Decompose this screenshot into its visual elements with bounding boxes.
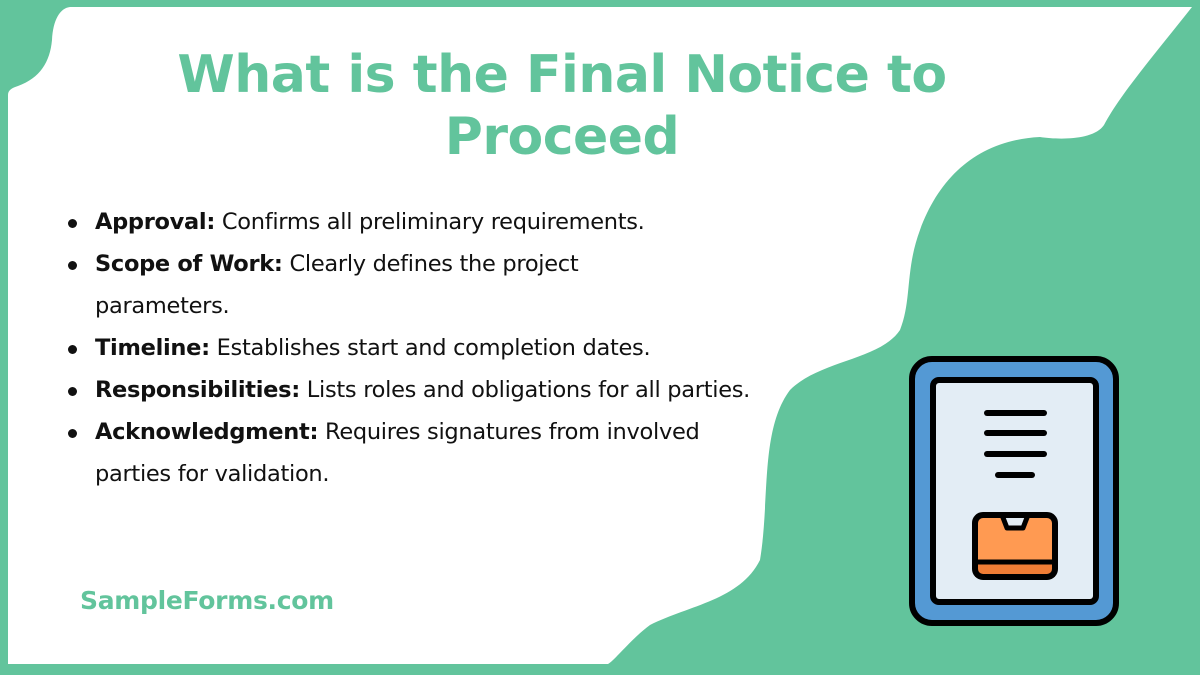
brand-logo-text: SampleForms.com — [80, 586, 334, 615]
list-item-responsibilities: Responsibilities: Lists roles and obliga… — [62, 369, 785, 411]
title-line-2: Proceed — [444, 107, 680, 167]
list-item-text: Clearly defines the project parameters. — [95, 251, 579, 319]
bullet-dot-icon — [68, 261, 77, 270]
title-line-1: What is the Final Notice to — [177, 45, 947, 105]
bullet-dot-icon — [68, 219, 77, 228]
bullet-dot-icon — [68, 345, 77, 354]
list-item-timeline: Timeline: Establishes start and completi… — [62, 327, 762, 369]
list-item-term: Acknowledgment: — [95, 419, 319, 445]
tablet-document-box-icon — [905, 352, 1125, 632]
list-item-acknowledgment: Acknowledgment: Requires signatures from… — [62, 411, 725, 495]
list-item-text: Confirms all preliminary requirements. — [215, 209, 645, 235]
list-item-text: Requires signatures from involved partie… — [95, 419, 700, 487]
bullet-dot-icon — [68, 387, 77, 396]
list-item-scope-of-work: Scope of Work: Clearly defines the proje… — [62, 243, 685, 327]
document-lines-icon — [984, 410, 1047, 478]
list-item-text: Establishes start and completion dates. — [209, 335, 651, 361]
list-item-term: Timeline: — [95, 335, 210, 361]
list-item-approval: Approval: Confirms all preliminary requi… — [62, 201, 762, 243]
list-item-term: Responsibilities: — [95, 377, 300, 403]
list-item-term: Approval: — [95, 209, 216, 235]
package-box-icon — [972, 512, 1058, 580]
list-item-term: Scope of Work: — [95, 251, 283, 277]
white-content-panel — [8, 7, 1192, 675]
feature-list: Approval: Confirms all preliminary requi… — [62, 201, 762, 495]
list-item-text: Lists roles and obligations for all part… — [299, 377, 751, 403]
bullet-dot-icon — [68, 429, 77, 438]
page-title: What is the Final Notice to Proceed — [132, 44, 992, 168]
